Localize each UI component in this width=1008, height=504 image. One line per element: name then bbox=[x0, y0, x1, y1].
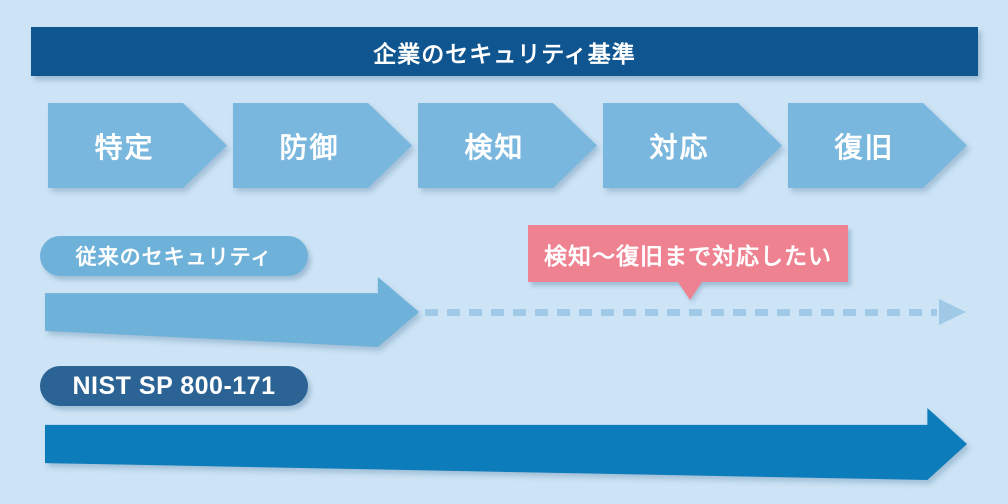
step-chevron-protect: 防御 bbox=[233, 103, 412, 188]
legacy-arrow-wrapper bbox=[45, 277, 419, 347]
step-chevron-detect: 検知 bbox=[418, 103, 597, 188]
step-label: 防御 bbox=[279, 131, 340, 163]
title-banner: 企業のセキュリティ基準 bbox=[31, 27, 978, 76]
callout-bubble: 検知〜復旧まで対応したい bbox=[528, 225, 848, 282]
nist-label: NIST SP 800-171 bbox=[72, 371, 276, 400]
legacy-solid-arrow bbox=[45, 277, 419, 347]
legacy-dashed-arrowhead-icon bbox=[939, 299, 966, 325]
callout-text: 検知〜復旧まで対応したい bbox=[544, 242, 832, 269]
step-chevron-recover: 復旧 bbox=[788, 103, 967, 188]
step-label: 復旧 bbox=[834, 131, 895, 163]
step-label: 検知 bbox=[464, 131, 525, 163]
nist-arrow bbox=[45, 408, 967, 480]
step-label: 特定 bbox=[94, 131, 155, 163]
nist-pill: NIST SP 800-171 bbox=[40, 366, 308, 406]
step-chevron-identify: 特定 bbox=[48, 103, 227, 188]
step-chevron-respond: 対応 bbox=[603, 103, 782, 188]
legacy-security-pill: 従来のセキュリティ bbox=[40, 236, 308, 276]
step-label: 対応 bbox=[649, 131, 710, 163]
legacy-security-label: 従来のセキュリティ bbox=[75, 246, 273, 269]
callout-tail bbox=[678, 282, 702, 300]
title-text: 企業のセキュリティ基準 bbox=[373, 40, 636, 67]
nist-arrow-wrapper bbox=[45, 408, 967, 480]
legacy-dashed-line bbox=[425, 309, 937, 316]
steps-row: 特定 防御 検知 対応 復旧 bbox=[48, 103, 973, 188]
